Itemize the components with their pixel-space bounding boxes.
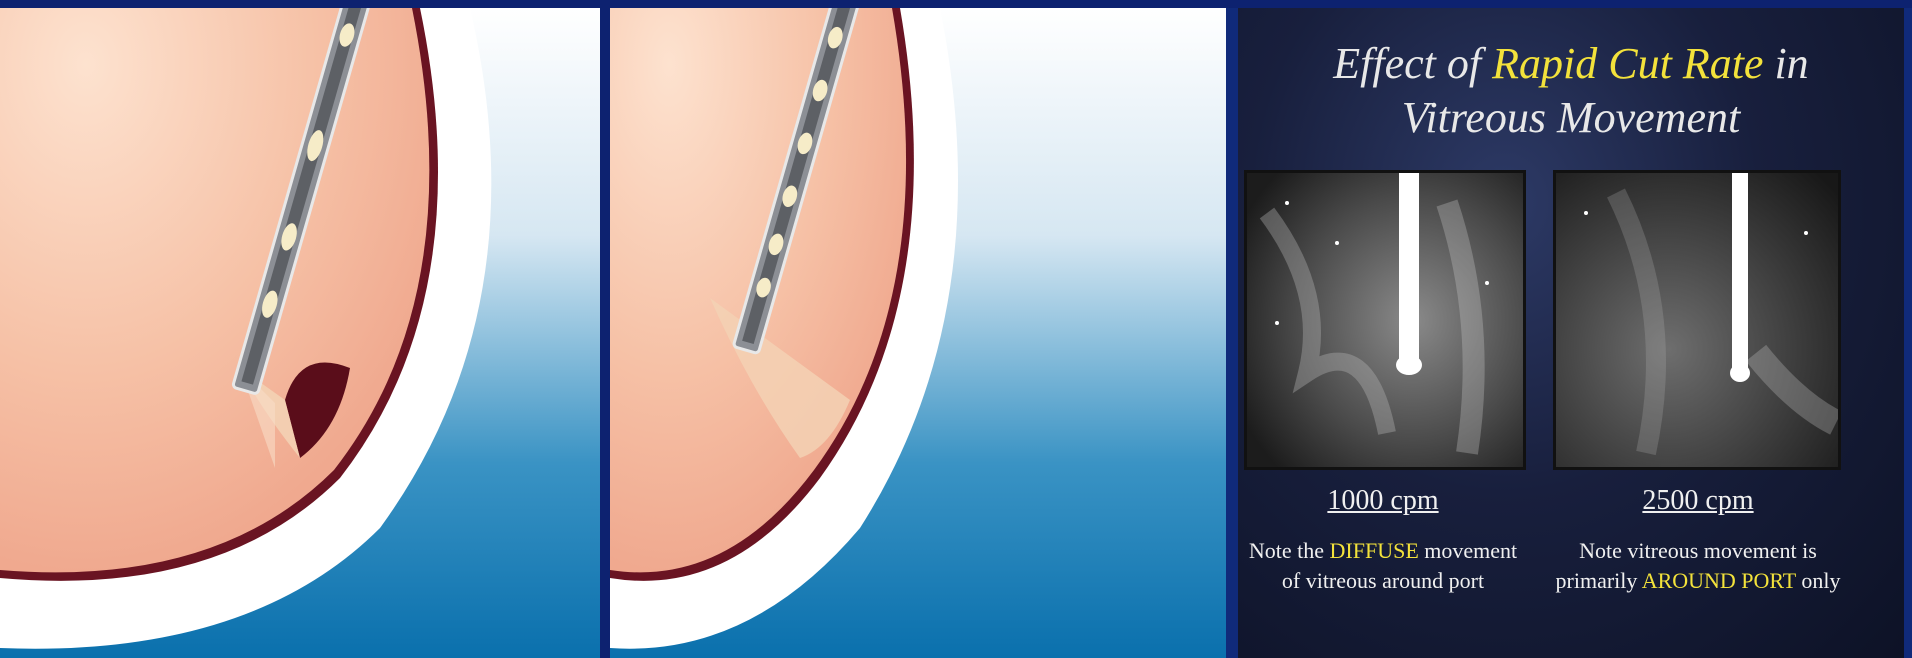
slide-panel: Effect of Rapid Cut Rate in Vitreous Mov…: [1226, 8, 1912, 658]
illustration-low-cut-rate: [0, 8, 600, 658]
top-border: [0, 0, 1912, 8]
title-highlight: Rapid Cut Rate: [1492, 39, 1763, 88]
note-left: Note the DIFFUSE movement of vitreous ar…: [1238, 536, 1528, 596]
note-right-highlight: AROUND PORT: [1642, 568, 1796, 593]
slide-title-line1: Effect of Rapid Cut Rate in: [1238, 38, 1904, 90]
note-right: Note vitreous movement is primarily AROU…: [1548, 536, 1848, 596]
slide-title-line2: Vitreous Movement: [1238, 92, 1904, 144]
note-left-text: Note the: [1249, 538, 1330, 563]
note-right-text-end: only: [1796, 568, 1841, 593]
vitreous-photo-1000: [1244, 170, 1526, 470]
note-left-line2: of vitreous around port: [1282, 568, 1484, 593]
illustration-high-cut-rate: [600, 8, 1226, 658]
title-text: Effect of: [1333, 39, 1492, 88]
note-left-text-end: movement: [1419, 538, 1517, 563]
note-right-text: primarily: [1556, 568, 1642, 593]
title-text-end: in: [1763, 39, 1808, 88]
rate-label-right: 2500 cpm: [1548, 486, 1848, 516]
note-right-line1: Note vitreous movement is: [1579, 538, 1817, 563]
rate-label-left: 1000 cpm: [1238, 486, 1528, 516]
note-left-highlight: DIFFUSE: [1330, 538, 1419, 563]
vitreous-photo-2500: [1553, 170, 1841, 470]
slide: Effect of Rapid Cut Rate in Vitreous Mov…: [1238, 8, 1904, 658]
